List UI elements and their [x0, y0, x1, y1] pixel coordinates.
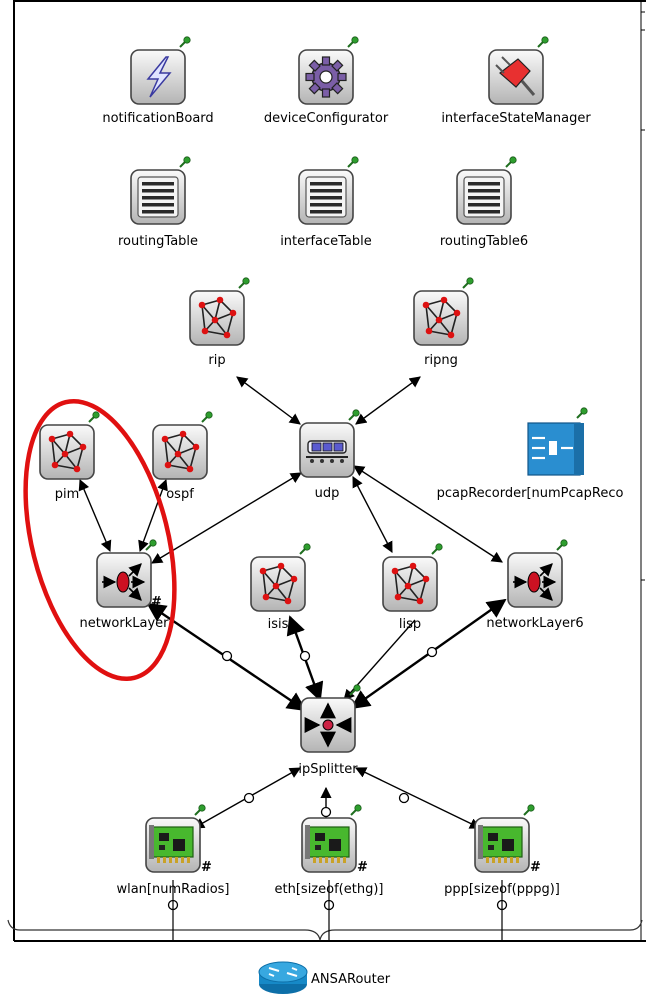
vector-badge: # [151, 595, 162, 610]
routing-table-module[interactable] [130, 155, 192, 225]
module-label: wlan[numRadios] [116, 882, 229, 897]
highlight-ellipse [23, 398, 177, 682]
device-configurator-module[interactable] [298, 35, 360, 105]
nic-card-icon [148, 824, 194, 864]
module-label: pcapRecorder[numPcapReco [437, 486, 624, 501]
interface-table-module[interactable] [298, 155, 360, 225]
module-label: rip [208, 353, 225, 368]
network-layer6-module[interactable] [507, 538, 569, 608]
module-label: udp [315, 486, 340, 501]
rip-module[interactable] [189, 276, 251, 346]
pcap-recorder-module[interactable] [527, 406, 589, 476]
notification-board-module[interactable] [130, 35, 192, 105]
table-icon [463, 176, 505, 218]
lisp-module[interactable] [382, 542, 444, 612]
table-icon [137, 176, 179, 218]
gear-icon [305, 56, 347, 98]
routing-table6-module[interactable] [456, 155, 518, 225]
plug-icon [495, 56, 536, 96]
module-label: ppp[sizeof(pppg)] [444, 882, 560, 897]
module-label: eth[sizeof(ethg)] [275, 882, 384, 897]
conveyor-icon [306, 440, 348, 463]
module-label: networkLayer6 [486, 616, 583, 631]
splitter-icon [304, 702, 352, 748]
ip-splitter-module[interactable] [300, 683, 362, 753]
vector-badge: # [201, 860, 212, 875]
module-label: interfaceStateManager [441, 111, 591, 126]
module-label: routingTable [118, 234, 198, 249]
ansa-router-compound[interactable] [258, 961, 308, 994]
module-label: ospf [166, 487, 194, 502]
lightning-bolt-icon [146, 56, 172, 98]
recorder-icon [527, 422, 584, 476]
nic-card-icon [477, 824, 523, 864]
module-label: pim [55, 487, 80, 502]
wlan-module[interactable] [145, 803, 207, 873]
module-label: lisp [399, 617, 421, 632]
ospf-module[interactable] [152, 410, 214, 480]
pim-module[interactable] [39, 410, 101, 480]
eth-module[interactable] [301, 803, 363, 873]
vector-badge: # [530, 860, 541, 875]
module-label: interfaceTable [280, 234, 372, 249]
nic-card-icon [304, 824, 350, 864]
isis-module[interactable] [250, 542, 312, 612]
network-layer-module[interactable] [96, 538, 158, 608]
module-label: networkLayer [79, 616, 169, 631]
vector-badge: # [357, 860, 368, 875]
module-label: deviceConfigurator [264, 111, 389, 126]
udp-module[interactable] [299, 408, 361, 478]
module-label: ipSplitter [298, 762, 358, 777]
module-label: notificationBoard [102, 111, 213, 126]
module-label: routingTable6 [440, 234, 528, 249]
module-label: ripng [424, 353, 458, 368]
module-label: isis [268, 617, 289, 632]
compound-label: ANSARouter [311, 972, 391, 987]
ripng-module[interactable] [413, 276, 475, 346]
ppp-module[interactable] [474, 803, 536, 873]
interface-state-manager-module[interactable] [488, 35, 550, 105]
table-icon [305, 176, 347, 218]
router-icon [258, 961, 308, 994]
